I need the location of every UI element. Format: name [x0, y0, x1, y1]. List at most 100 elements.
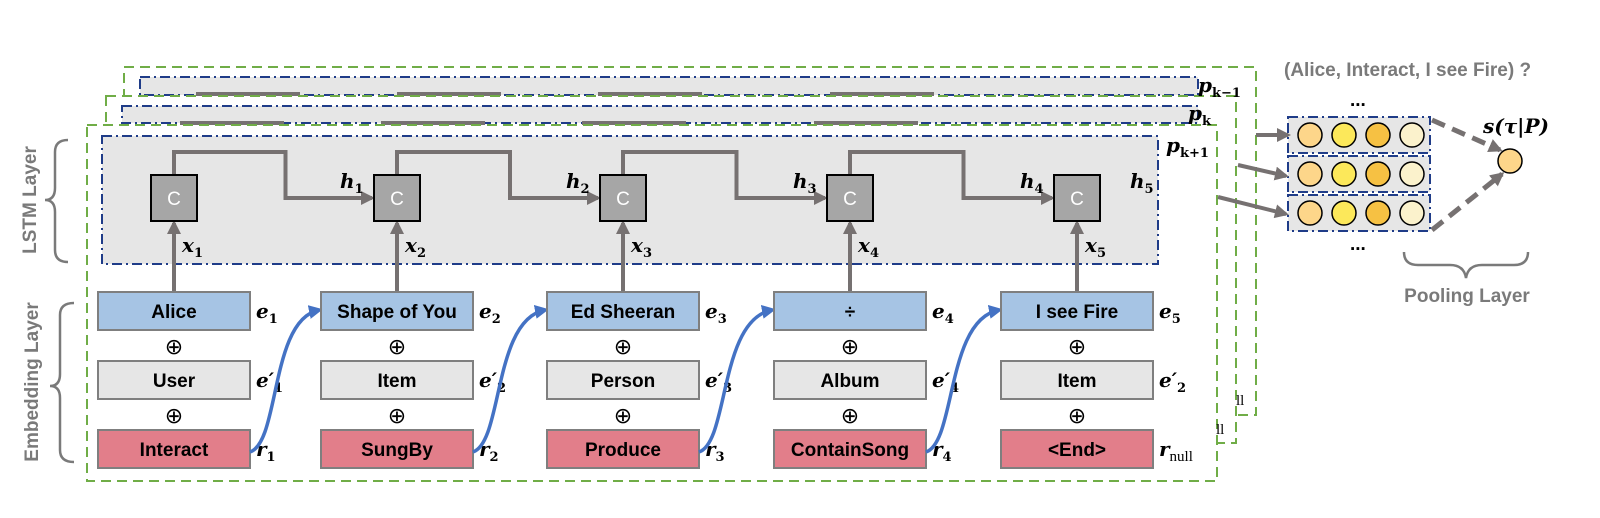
hidden-state-arrow	[395, 150, 601, 205]
pooling-layer-label: Pooling Layer	[1404, 286, 1530, 307]
pool-input-arrow-2	[1237, 163, 1289, 181]
type-box-label: Item	[1057, 371, 1096, 392]
lstm-layer-brace	[44, 138, 69, 264]
type-box-label: User	[153, 371, 196, 392]
pooled-path-vector	[1287, 116, 1431, 154]
relation-transition-arrow	[249, 305, 323, 454]
hidden-state-arrow	[848, 150, 1055, 205]
pool-ellipsis-top: ...	[1350, 90, 1366, 111]
vector-unit	[1399, 161, 1425, 187]
oplus-icon: ⊕	[614, 404, 632, 429]
pooled-path-vector	[1287, 155, 1431, 193]
type-box	[320, 360, 474, 400]
relation-transition-arrow	[925, 305, 1003, 454]
vector-unit	[1297, 200, 1323, 226]
relation-box	[97, 429, 251, 469]
entity-box	[97, 291, 251, 331]
entity-box-label: I see Fire	[1036, 302, 1118, 323]
type-box-label: Album	[820, 371, 879, 392]
type-box	[97, 360, 251, 400]
embedding-layer-brace	[49, 301, 75, 464]
hidden-state-arrow	[172, 150, 375, 205]
h-label: h4	[1020, 169, 1044, 197]
type-box	[1000, 360, 1154, 400]
stack-fragment-2: ll	[1216, 422, 1224, 438]
lstm-layer-label: LSTM Layer	[20, 146, 41, 254]
vector-unit	[1365, 122, 1391, 148]
hidden-state-arrow	[621, 150, 828, 205]
path-label-k-minus-1: pk−1	[1198, 73, 1241, 101]
relation-box-label: ContainSong	[791, 440, 909, 461]
oplus-icon: ⊕	[165, 335, 183, 360]
x-label: x5	[1084, 233, 1106, 261]
relation-box	[1000, 429, 1154, 469]
h-label: h2	[566, 169, 590, 197]
type-box-label: Item	[377, 371, 416, 392]
query-triple: (Alice, Interact, I see Fire) ?	[1284, 60, 1531, 81]
oplus-icon: ⊕	[841, 335, 859, 360]
h-label: h3	[793, 169, 817, 197]
lstm-cell	[1053, 174, 1101, 222]
entity-box-label: Shape of You	[337, 302, 457, 323]
score-arrow-top	[1430, 117, 1503, 153]
pooling-layer-brace	[1402, 251, 1530, 279]
h-label: h5	[1130, 169, 1154, 197]
x-label: x2	[404, 233, 426, 261]
lstm-cell-label: C	[1070, 189, 1084, 210]
x-label: x3	[630, 233, 652, 261]
vector-unit	[1297, 161, 1323, 187]
relation-box-label: <End>	[1048, 440, 1106, 461]
oplus-icon: ⊕	[165, 404, 183, 429]
relation-box-label: Interact	[140, 440, 209, 461]
entity-embedding-label: e2	[479, 299, 501, 327]
type-box	[546, 360, 700, 400]
entity-box-label: Alice	[151, 302, 196, 323]
relation-box	[773, 429, 927, 469]
oplus-icon: ⊕	[1068, 335, 1086, 360]
relation-box	[546, 429, 700, 469]
pool-input-arrow-3	[1217, 195, 1289, 219]
relation-transition-arrow	[698, 305, 776, 454]
vector-unit	[1399, 200, 1425, 226]
oplus-icon: ⊕	[388, 404, 406, 429]
step-5: Cx5 h5 I see Fire e5 ⊕ Item e′2 ⊕ <End> rnull	[1000, 169, 1193, 469]
lstm-cell-label: C	[843, 189, 857, 210]
lstm-cell	[150, 174, 198, 222]
score-node	[1497, 148, 1523, 174]
entity-box	[320, 291, 474, 331]
vector-unit	[1331, 200, 1357, 226]
embedding-layer-label: Embedding Layer	[22, 302, 43, 462]
entity-box-label: ÷	[845, 302, 855, 323]
oplus-icon: ⊕	[1068, 404, 1086, 429]
lstm-cell-label: C	[390, 189, 404, 210]
oplus-icon: ⊕	[614, 335, 632, 360]
relation-transition-arrow	[472, 305, 549, 454]
lstm-cell-label: C	[616, 189, 630, 210]
vector-unit	[1365, 200, 1391, 226]
vector-unit	[1365, 161, 1391, 187]
type-embedding-label: e′3	[705, 368, 732, 396]
entity-embedding-label: e1	[256, 299, 278, 327]
type-embedding-label: e′2	[1159, 368, 1186, 396]
pooled-path-vector	[1287, 194, 1431, 232]
type-box-label: Person	[591, 371, 655, 392]
relation-embedding-label: rnull	[1159, 437, 1193, 465]
lstm-cell-label: C	[167, 189, 181, 210]
x-label: x4	[857, 233, 879, 261]
entity-box	[1000, 291, 1154, 331]
relation-box	[320, 429, 474, 469]
pool-ellipsis-bottom: ...	[1350, 234, 1366, 255]
entity-embedding-label: e5	[1159, 299, 1181, 327]
lstm-cell	[373, 174, 421, 222]
entity-box	[546, 291, 700, 331]
vector-unit	[1297, 122, 1323, 148]
type-embedding-label: e′2	[479, 368, 506, 396]
path-frame-k-minus-1	[123, 66, 1257, 416]
vector-unit	[1331, 122, 1357, 148]
vector-unit	[1399, 122, 1425, 148]
